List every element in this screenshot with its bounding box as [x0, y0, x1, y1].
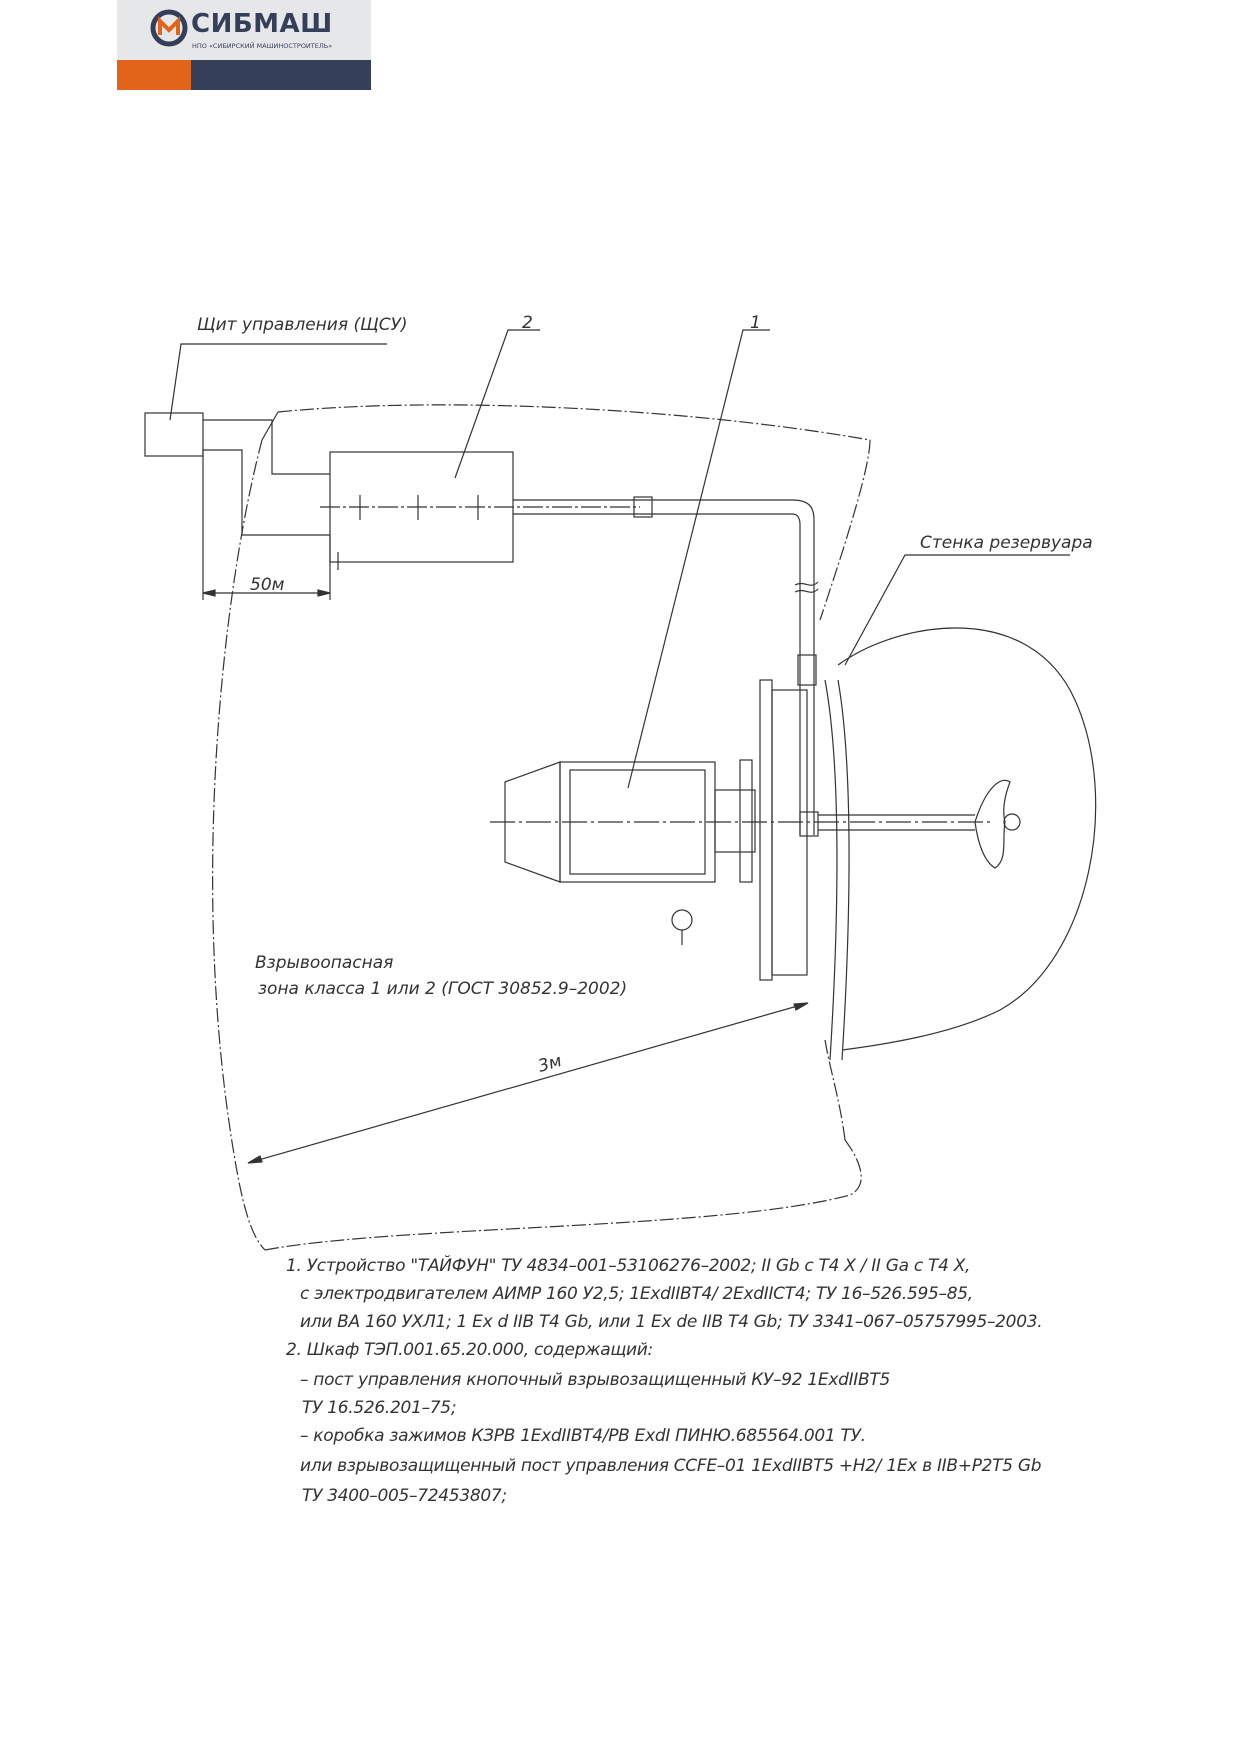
cable-panel-to-cabinet-2 — [203, 449, 330, 536]
tank-outline — [837, 627, 1097, 1051]
label-dim-3m: 3м — [536, 1051, 564, 1077]
hazard-zone-boundary-inner — [261, 411, 279, 441]
note-line: 1. Устройство "ТАЙФУН" ТУ 4834–001–53106… — [286, 1256, 971, 1276]
label-zone-line1: Взрывоопасная — [255, 953, 393, 973]
note-line: или взрывозащищенный пост управления CCF… — [300, 1456, 1042, 1476]
cable-panel-to-cabinet — [203, 419, 330, 475]
logo-bar-navy — [191, 60, 371, 90]
note-line: ТУ 3400–005–72453807; — [302, 1486, 507, 1506]
note-line: с электродвигателем АИМР 160 У2,5; 1ExdI… — [300, 1284, 973, 1304]
control-panel-leader — [169, 343, 387, 421]
hazard-zone-boundary — [212, 404, 871, 1251]
logo-brand: СИБМАШ — [191, 9, 333, 39]
logo-bar-orange — [117, 60, 191, 90]
label-callout-1: 1 — [750, 313, 761, 333]
logo-subtitle: НПО «СИБИРСКИЙ МАШИНОСТРОИТЕЛЬ» — [192, 42, 333, 50]
note-line: ТУ 16.526.201–75; — [302, 1398, 457, 1418]
dimension-3m-line — [247, 1002, 809, 1164]
note-line: – пост управления кнопочный взрывозащище… — [300, 1370, 890, 1390]
note-line: – коробка зажимов КЗРВ 1ExdIIBT4/РВ ExdI… — [300, 1426, 866, 1446]
tank-wall-leader — [844, 554, 1070, 666]
callout-2-leader — [454, 329, 540, 479]
callout-1-leader — [627, 329, 770, 789]
note-line: 2. Шкаф ТЭП.001.65.20.000, содержащий: — [286, 1340, 653, 1360]
note-line: или ВА 160 УХЛ1; 1 Ex d IIB T4 Gb, или 1… — [300, 1312, 1043, 1332]
company-logo: СИБМАШ НПО «СИБИРСКИЙ МАШИНОСТРОИТЕЛЬ» — [117, 0, 371, 90]
propeller — [974, 779, 1011, 869]
label-control-panel: Щит управления (ЩСУ) — [197, 315, 408, 335]
logo-mark-icon — [150, 9, 188, 47]
label-callout-2: 2 — [522, 313, 533, 333]
control-panel-box — [144, 412, 204, 457]
tank-wall — [824, 679, 838, 1061]
label-dim-50m: 50м — [250, 575, 285, 595]
label-zone-line2: зона класса 1 или 2 (ГОСТ 30852.9–2002) — [258, 979, 627, 999]
label-tank-wall: Стенка резервуара — [920, 533, 1093, 553]
